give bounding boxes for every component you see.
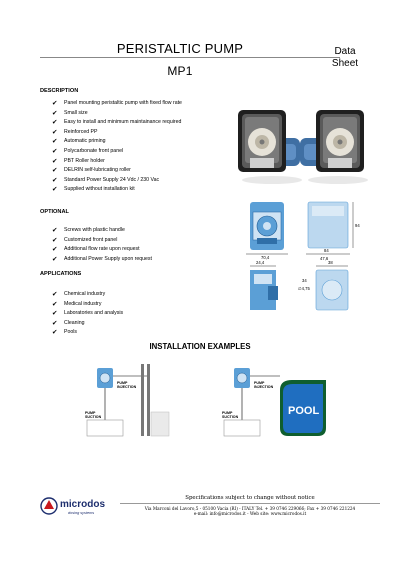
description-heading: DESCRIPTION	[40, 88, 79, 94]
front-view-drawing: 70,4	[246, 202, 288, 260]
suction-label-1: PUMP	[85, 411, 96, 415]
dim-side-lower: 38	[328, 260, 333, 265]
installation-heading: INSTALLATION EXAMPLES	[149, 342, 251, 351]
microdos-logo: microdos dosing systems	[40, 497, 105, 515]
check-icon: ✔	[52, 147, 58, 155]
list-item: ✔Reinforced PP	[52, 128, 98, 136]
suction-label-2: SUCTION	[222, 415, 239, 419]
dim-hole-diameter: ∅4,75	[298, 286, 310, 291]
list-item: ✔Chemical industry	[52, 291, 106, 298]
check-icon: ✔	[52, 255, 58, 263]
check-icon: ✔	[52, 227, 58, 234]
data-sheet-line2: Sheet	[331, 58, 359, 69]
suction-label-1: PUMP	[222, 411, 233, 415]
applications-list: ✔Chemical industry ✔Medical industry ✔La…	[52, 290, 123, 338]
check-icon: ✔	[52, 291, 58, 298]
pump-photo-right	[300, 110, 368, 184]
product-photos	[238, 110, 368, 184]
injection-label-1: PUMP	[117, 381, 128, 385]
dimension-drawings: 70,4 94 84 47,6 24,4	[246, 201, 360, 311]
optional-list: ✔Screws with plastic handle ✔Customized …	[52, 226, 152, 264]
list-item: ✔Pools	[52, 329, 77, 337]
check-icon: ✔	[52, 119, 58, 127]
page-title: PERISTALTIC PUMP	[116, 41, 244, 56]
check-icon: ✔	[52, 329, 58, 337]
dim-side-width: 47,6	[320, 256, 329, 261]
applications-heading: APPLICATIONS	[40, 271, 82, 277]
pool-label: POOL	[288, 405, 319, 417]
footer-notice: Specifications subject to change without…	[185, 495, 315, 501]
dim-height: 94	[355, 223, 360, 228]
list-item: ✔Small size	[52, 109, 88, 117]
dim-top-width: 84	[324, 248, 329, 253]
check-icon: ✔	[52, 128, 58, 136]
list-item: ✔Supplied without installation kit	[52, 186, 135, 194]
check-icon: ✔	[52, 157, 58, 165]
brand-name: microdos	[60, 499, 105, 510]
list-item: ✔Laboratories and analysis	[52, 310, 124, 318]
check-icon: ✔	[52, 138, 58, 146]
pump-photo-left	[238, 110, 302, 184]
injection-label-1: PUMP	[254, 381, 265, 385]
brand-tagline: dosing systems	[68, 511, 94, 515]
side-bottom-drawing: 38 34 ∅4,75	[298, 260, 349, 311]
list-item: ✔Customized front panel	[52, 236, 118, 244]
check-icon: ✔	[52, 186, 58, 194]
footer-divider	[120, 503, 380, 504]
side-view-drawing: 94 84 47,6	[306, 201, 360, 261]
check-icon: ✔	[52, 246, 58, 254]
title-divider	[40, 57, 340, 58]
list-item: ✔DELRIN self-lubricating roller	[52, 167, 131, 175]
check-icon: ✔	[52, 176, 58, 184]
list-item: ✔Automatic priming	[52, 138, 106, 146]
list-item: ✔Screws with plastic handle	[52, 227, 125, 234]
installation-tank-example: PUMP INJECTION PUMP SUCTION	[85, 364, 170, 437]
dim-front-width: 70,4	[261, 255, 270, 260]
list-item: ✔Medical industry	[52, 300, 102, 308]
injection-label-2: INJECTION	[117, 385, 137, 389]
list-item: ✔Additional Power Supply upon request	[52, 255, 152, 263]
injection-label-2: INJECTION	[254, 385, 274, 389]
check-icon: ✔	[52, 300, 58, 308]
list-item: ✔Easy to install and minimum maintainanc…	[52, 119, 182, 127]
list-item: ✔Panel mounting peristaltic pump with fi…	[52, 100, 182, 107]
check-icon: ✔	[52, 109, 58, 117]
model-name: MP1	[167, 64, 193, 78]
dim-front-lower: 24,4	[256, 260, 265, 265]
optional-heading: OPTIONAL	[40, 209, 69, 215]
data-sheet-line1: Data	[334, 46, 356, 57]
list-item: ✔Additional flow rate upon request	[52, 246, 140, 254]
list-item: ✔Cleaning	[52, 319, 85, 327]
contacts-line: e-mail: info@microdos.it - Web site: www…	[193, 511, 307, 517]
list-item: ✔Polycarbonate front panel	[52, 147, 124, 155]
description-list: ✔Panel mounting peristaltic pump with fi…	[52, 99, 182, 195]
list-item: ✔PBT Roller holder	[52, 157, 105, 165]
check-icon: ✔	[52, 236, 58, 244]
footer-address: Via Marconi del Lavoro,5 - 05100 Vacia (…	[120, 506, 380, 516]
data-sheet-label: Data Sheet	[325, 46, 365, 70]
installation-pool-example: POOL PUMP INJECTION PUMP SUCTION	[222, 368, 326, 437]
dim-hole-spacing: 34	[302, 278, 307, 283]
check-icon: ✔	[52, 167, 58, 175]
suction-label-2: SUCTION	[85, 415, 102, 419]
check-icon: ✔	[52, 319, 58, 327]
list-item: ✔Standard Power Supply 24 Vdc / 230 Vac	[52, 176, 160, 184]
front-bottom-drawing: 24,4	[250, 260, 278, 310]
address-line: Via Marconi del Lavoro,5 - 05100 Vacia (…	[144, 506, 356, 511]
check-icon: ✔	[52, 310, 58, 318]
check-icon: ✔	[52, 100, 58, 107]
